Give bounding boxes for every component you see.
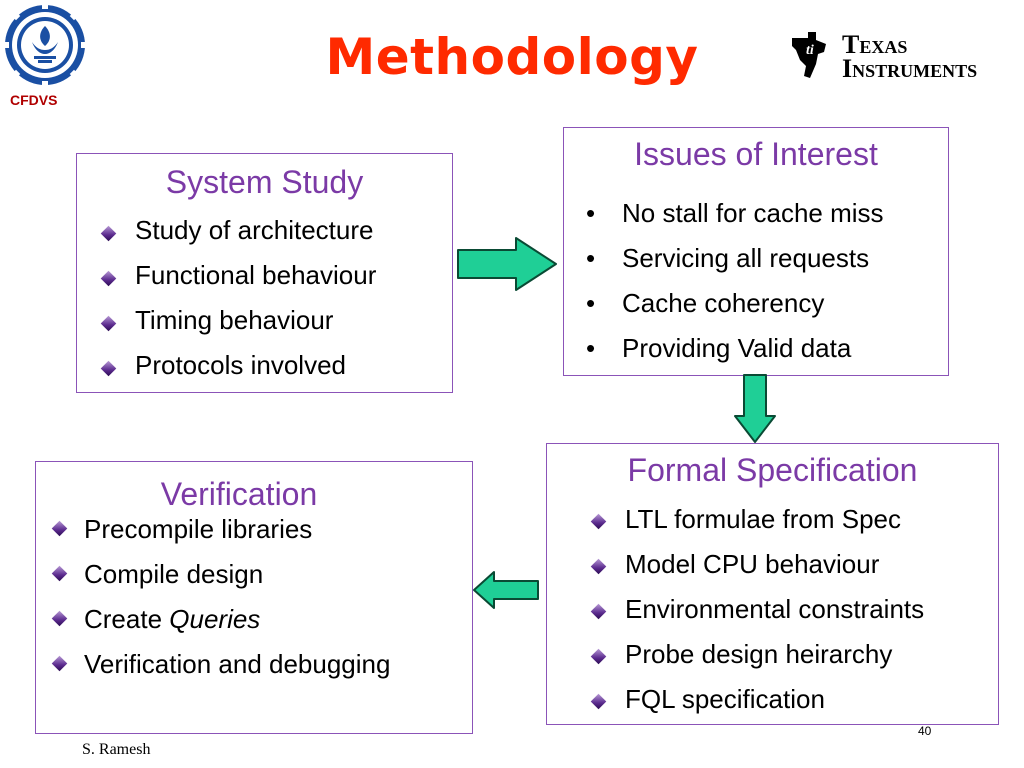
formal-spec-item: Environmental constraints	[625, 594, 925, 624]
formal-spec-item: FQL specification	[625, 684, 825, 714]
verification-item: Compile design	[84, 559, 264, 589]
arrow-down-icon	[734, 374, 776, 443]
bullet-diamond-icon	[590, 513, 607, 530]
issues-box: Issues of Interest • No stall for cache …	[563, 127, 949, 376]
issues-title: Issues of Interest	[634, 136, 878, 172]
bullet-diamond-icon	[100, 360, 117, 377]
verification-title: Verification	[160, 476, 318, 512]
issues-item: No stall for cache miss	[622, 198, 884, 228]
formal-spec-box: Formal Specification LTL formulae from S…	[546, 443, 999, 725]
arrow-right-icon	[457, 237, 557, 291]
org-label: CFDVS	[10, 92, 58, 108]
bullet-diamond-icon	[51, 520, 68, 537]
texas-instruments-logo-icon: ti Texas Instruments	[786, 30, 982, 82]
ti-line1: Texas	[842, 30, 908, 59]
bullet-diamond-icon	[590, 603, 607, 620]
system-study-item: Protocols involved	[135, 350, 346, 380]
verification-item: Precompile libraries	[84, 514, 313, 544]
bullet-diamond-icon	[51, 565, 68, 582]
formal-spec-item: Probe design heirarchy	[625, 639, 893, 669]
page-number: 40	[918, 724, 932, 738]
author-name: S. Ramesh	[82, 741, 151, 758]
bullet-dot: •	[586, 288, 596, 318]
bullet-diamond-icon	[100, 225, 117, 242]
bullet-dot: •	[586, 243, 596, 273]
verification-item: Verification and debugging	[84, 649, 391, 679]
bullet-diamond-icon	[51, 610, 68, 627]
system-study-item: Functional behaviour	[135, 260, 377, 290]
bullet-diamond-icon	[590, 558, 607, 575]
system-study-item: Timing behaviour	[135, 305, 334, 335]
ti-line2: Instruments	[842, 54, 978, 83]
formal-spec-item: Model CPU behaviour	[625, 549, 880, 579]
formal-spec-item: LTL formulae from Spec	[625, 504, 901, 534]
verification-item-queries: Queries	[169, 604, 261, 634]
bullet-dot: •	[586, 333, 596, 363]
system-study-item: Study of architecture	[135, 215, 374, 245]
bullet-diamond-icon	[100, 270, 117, 287]
system-study-title: System Study	[165, 164, 364, 200]
page-title: Methodology	[325, 28, 699, 86]
verification-item-create: Create	[84, 604, 170, 634]
bullet-diamond-icon	[590, 648, 607, 665]
issues-item: Servicing all requests	[622, 243, 870, 273]
verification-item: Create Queries	[84, 604, 260, 635]
formal-spec-title: Formal Specification	[627, 452, 918, 488]
bullet-dot: •	[586, 198, 596, 228]
issues-item: Cache coherency	[622, 288, 825, 318]
bullet-diamond-icon	[590, 693, 607, 710]
svg-text:ti: ti	[806, 43, 814, 58]
system-study-box: System Study Study of architecture Funct…	[76, 153, 453, 393]
bullet-diamond-icon	[100, 315, 117, 332]
bullet-diamond-icon	[51, 655, 68, 672]
iit-bombay-emblem-icon	[2, 2, 88, 88]
arrow-left-icon	[473, 571, 539, 609]
issues-item: Providing Valid data	[622, 333, 852, 363]
verification-box: Verification Precompile libraries Compil…	[35, 461, 473, 734]
